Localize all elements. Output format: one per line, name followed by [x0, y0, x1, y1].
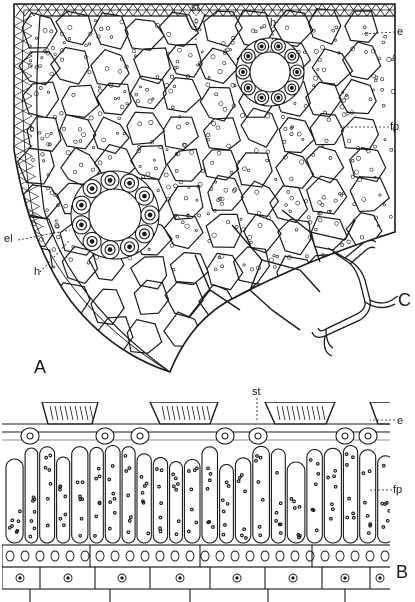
label-b-fundamental-parenchyma: fp: [393, 484, 402, 496]
panel-letter-a: A: [34, 358, 46, 376]
panel-c-branched-cell: [312, 240, 398, 356]
label-a-hypodermis-left: h: [34, 266, 40, 278]
parenchyma-cell-network: [16, 9, 390, 356]
panel-b-longitudinal-section: [2, 402, 393, 602]
label-b-epidermis: e: [397, 415, 403, 427]
panel-a-leaf-section: [14, 4, 403, 372]
label-b-stoma: st: [252, 386, 261, 398]
epidermis-crosshatch: [14, 4, 403, 236]
label-a-stoma: st: [191, 2, 200, 14]
panel-letter-c: C: [398, 291, 411, 309]
label-a-hypodermis-top: h: [270, 17, 276, 29]
label-a-epidermis: e: [397, 26, 403, 38]
label-a-fundamental-parenchyma: fp: [390, 121, 399, 133]
cuticle-plates: [42, 402, 392, 424]
label-a-elongated-cells: el: [4, 233, 13, 245]
panel-letter-b: B: [396, 563, 408, 581]
guard-cells: [21, 428, 377, 444]
lower-cell-rows: [2, 545, 392, 602]
vascular-bundle-top: [236, 38, 304, 106]
palisade-cells: [6, 446, 393, 544]
vascular-bundle-left: [71, 171, 159, 259]
epidermis-band: [14, 4, 395, 372]
